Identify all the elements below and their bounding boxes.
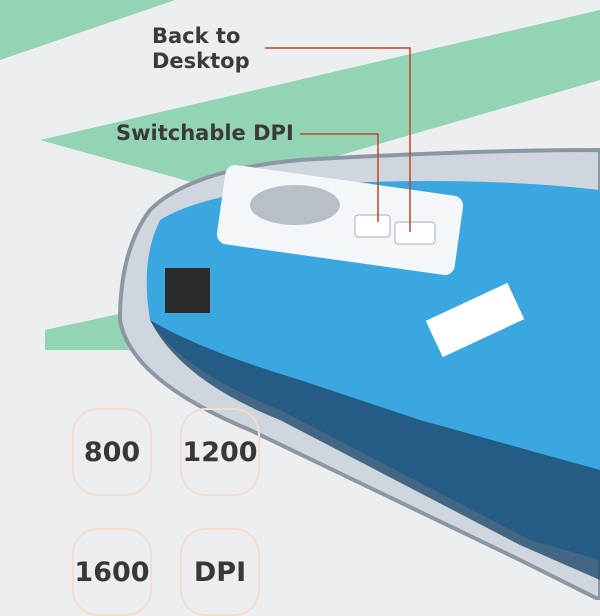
dpi-1200: 1200 (180, 408, 260, 496)
green-stripe-middle (40, 10, 600, 190)
green-stripe-top (0, 0, 175, 60)
dpi-button (354, 214, 391, 238)
scroll-wheel (250, 185, 340, 225)
sensor-block (165, 268, 210, 313)
dpi-800: 800 (72, 408, 152, 496)
back-callout-line (265, 47, 411, 232)
back-to-desktop-label: Back to Desktop (152, 24, 250, 74)
dpi-1600: 1600 (72, 528, 152, 616)
white-part (425, 282, 525, 358)
dpi-callout-line (300, 133, 379, 222)
callout-line-1: Back to (152, 24, 241, 48)
mouse-dark-base (150, 320, 600, 580)
switchable-dpi-label: Switchable DPI (116, 121, 294, 145)
callout-line-2: Desktop (152, 49, 250, 73)
mouse-illustration (0, 0, 600, 600)
back-button (394, 221, 436, 245)
dpi-label: DPI (180, 528, 260, 616)
